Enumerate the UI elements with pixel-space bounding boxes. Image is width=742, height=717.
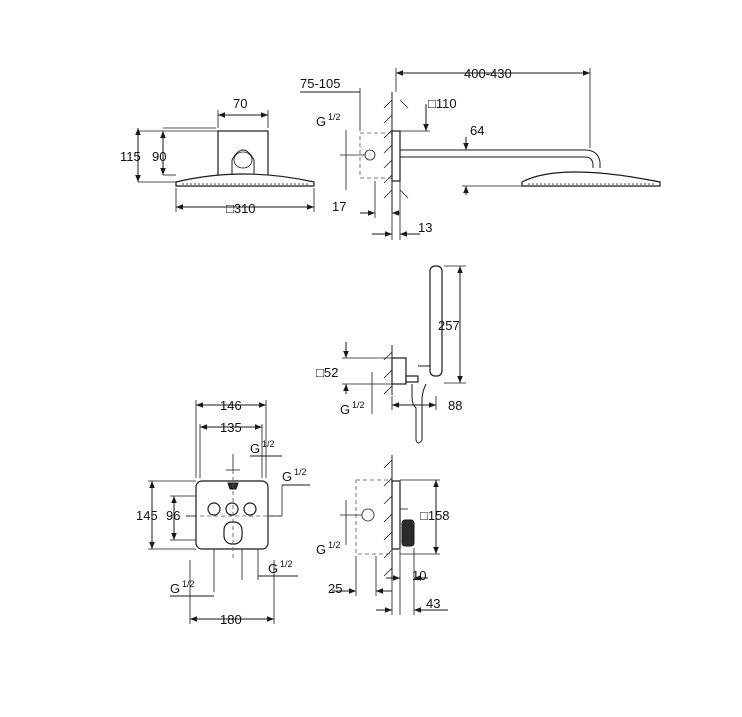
bottom-left-thread-frac-label: 1/2 — [182, 579, 195, 589]
thread-label: G — [340, 402, 350, 417]
bottom-left-thread-label: G — [170, 581, 180, 596]
top-thread-frac-label: 1/2 — [262, 439, 275, 449]
shower-head — [175, 173, 315, 187]
dim-drop-label: 64 — [470, 123, 484, 138]
inlet-port — [361, 508, 375, 522]
shower-head-side — [521, 171, 661, 187]
dim-depth-label: 25 — [328, 581, 342, 596]
thread-label: G — [316, 542, 326, 557]
dim-height-outer-label: 115 — [120, 149, 141, 164]
thermostat-front-view: 146 135 G 1/2 G 1/2 145 96 G 1/2 G 1/2 — [136, 398, 310, 627]
dim-width-inner-label: 135 — [220, 420, 242, 435]
dim-box-label: □110 — [428, 96, 457, 111]
valve-button-2[interactable] — [225, 502, 239, 516]
dim-wall-label: 17 — [332, 199, 346, 214]
dim-head-label: □310 — [226, 201, 256, 216]
wall-hatching — [383, 99, 409, 199]
outlet-nut — [405, 375, 419, 383]
inlet-port — [364, 149, 376, 161]
side-thread-frac-label: 1/2 — [294, 467, 307, 477]
wall-outlet — [391, 357, 407, 385]
valve-button-1[interactable] — [207, 502, 221, 516]
knob-side — [401, 519, 415, 547]
thread-label: G — [316, 114, 326, 129]
dim-knob-label: 10 — [412, 568, 426, 583]
arm-elbow — [584, 149, 601, 168]
top-thread-label: G — [250, 441, 260, 456]
dim-arm-label: 400-430 — [464, 66, 512, 81]
connector-ring — [233, 151, 253, 169]
overhead-shower-side-view: 75-105 G 1/2 □110 400-430 64 17 13 — [300, 66, 661, 240]
wall-plate — [217, 130, 269, 178]
dim-height-outer-label: 145 — [136, 508, 158, 523]
dim-depth-label: 75-105 — [300, 76, 340, 91]
hose — [411, 383, 427, 444]
thread-frac-label: 1/2 — [352, 400, 365, 410]
trim-plate-side — [391, 480, 401, 550]
dim-box-label: □52 — [316, 365, 338, 380]
overhead-shower-front-view: 70 115 90 □310 — [120, 96, 315, 216]
dim-total-label: 43 — [426, 596, 440, 611]
dim-height-label: 257 — [438, 318, 460, 333]
bottom-right-thread-frac-label: 1/2 — [280, 559, 293, 569]
hand-shower-handset — [429, 265, 443, 377]
dim-height-inner-label: 96 — [166, 508, 180, 523]
dim-width-outer-label: 146 — [220, 398, 242, 413]
arm-connector — [231, 149, 255, 177]
valve-button-3[interactable] — [243, 502, 257, 516]
side-thread-label: G — [282, 469, 292, 484]
concealed-body — [359, 132, 393, 179]
dim-height-inner-label: 90 — [152, 149, 166, 164]
thread-frac-label: 1/2 — [328, 540, 341, 550]
dim-width-label: 70 — [233, 96, 247, 111]
wall-flange — [391, 130, 401, 182]
wall-hatching-2 — [383, 459, 393, 577]
hand-shower-view: 257 □52 G 1/2 88 — [316, 265, 466, 444]
dim-overall-width-label: 180 — [220, 612, 242, 627]
dim-box-label: □158 — [420, 508, 450, 523]
thread-frac-label: 1/2 — [328, 112, 341, 122]
dim-offset-label: 88 — [448, 398, 462, 413]
bottom-right-thread-label: G — [268, 561, 278, 576]
dim-rose-label: 13 — [418, 220, 432, 235]
thermostat-side-view: □158 G 1/2 25 10 43 — [316, 455, 450, 615]
